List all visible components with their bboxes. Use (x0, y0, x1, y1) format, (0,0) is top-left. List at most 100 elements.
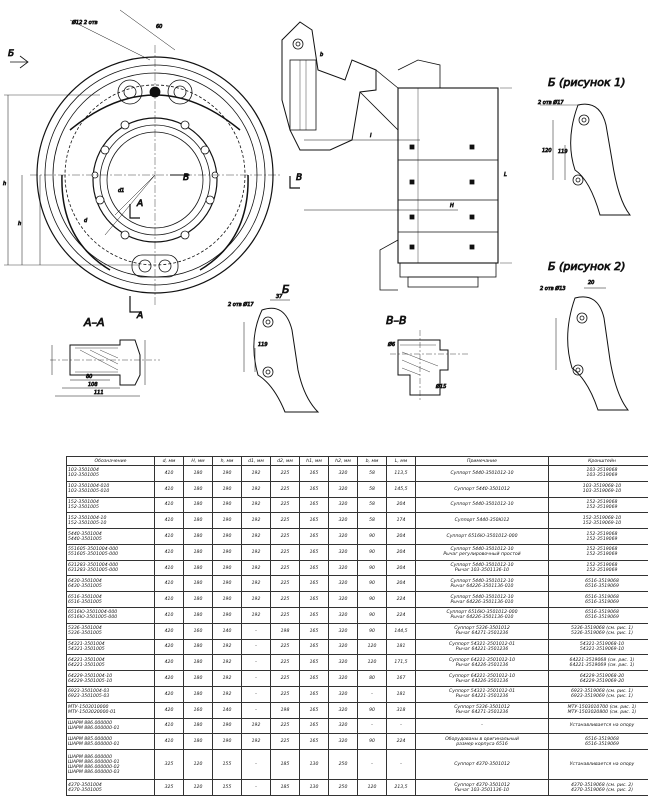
cell-h1: 165 (299, 717, 329, 735)
cell-d1: 192 (241, 591, 271, 609)
cut-v-label: В (183, 173, 189, 183)
cell-h1: 165 (299, 528, 329, 545)
col-header: h1, мм (299, 456, 329, 466)
cell-designation-line: 6516-3501005 (68, 599, 102, 605)
cell-bracket: 5336-3519068 (см. рис. 1)5336-3519069 (с… (548, 622, 648, 640)
cell-d: 410 (154, 559, 184, 577)
cell-b: 120 (357, 654, 387, 672)
cell-h: 180 (183, 559, 213, 577)
cell-b: 58 (357, 480, 387, 498)
cell-b: 120 (357, 779, 387, 796)
technical-drawing: А–А В–В Б Б (рисунок 1) Б (рисунок 2) Б … (3, 9, 632, 413)
cell-bracket-line: 4370-3519068 (см. рис. 2) (570, 782, 634, 788)
cell-note-line: Рычаг 64226-3501136-010 (450, 599, 514, 605)
cell-designation-line: ШАРМ 886.000000-01 (68, 759, 120, 765)
cell-note-line: Рычаг 64271-3501236 (455, 710, 509, 716)
cell-d1: – (241, 622, 271, 640)
cell-d: 410 (154, 575, 184, 593)
cell-h: 180 (183, 591, 213, 609)
cell-designation-line: 5336-3501004 (68, 626, 102, 632)
col-header: H, мм (183, 456, 213, 466)
cell-designation-line: ШАРМ 886.000000-03 (68, 769, 120, 775)
cut-v-label-right: В (296, 173, 302, 183)
section-vv (390, 330, 470, 400)
cell-h: 190 (212, 528, 242, 545)
cell-h: 120 (183, 779, 213, 796)
dim-111: 111 (94, 390, 104, 396)
cell-h2: 320 (328, 496, 358, 514)
cell-designation-line: 64221-3501004 (68, 657, 105, 663)
cell-h2: 320 (328, 465, 358, 482)
view-b-figure1 (540, 103, 632, 216)
cell-bracket-line: 152-3519069 (586, 536, 618, 542)
cell-h: 190 (212, 480, 242, 498)
cell-b: 58 (357, 512, 387, 530)
cell-l: – (386, 749, 416, 781)
cell-h2: 320 (328, 622, 358, 640)
cell-d1: – (241, 749, 271, 781)
dim-d: d (84, 218, 88, 224)
cell-h1: 165 (299, 701, 329, 719)
col-header: Примечание (415, 456, 549, 466)
cell-d: 420 (154, 638, 184, 656)
cell-note-line: Рычаг 64221-3501236 (455, 646, 509, 652)
cell-h: 120 (183, 749, 213, 781)
cell-h2: 320 (328, 543, 358, 561)
cell-designation-line: 6430-3501005 (68, 583, 102, 589)
cell-note-line: Суппорт 64221-3501012-10 (448, 673, 516, 679)
cell-bracket-line: 64229-3519069-20 (579, 678, 625, 684)
cell-d2: 225 (270, 654, 300, 672)
cell-l: 145,5 (386, 480, 416, 498)
cell-note-line: Оборудованы в оригинальный (445, 736, 519, 742)
cell-h1: 165 (299, 559, 329, 577)
dim-hole-17-b: 2 отв Ø17 (228, 301, 254, 308)
cell-note-line: Рычаг 64226-3501136-010 (450, 615, 514, 621)
cell-designation-line: 152-3501005-10 (68, 520, 107, 526)
cell-bracket-line: 103-3519069 (586, 473, 618, 479)
cell-h2: 320 (328, 575, 358, 593)
cell-d2: 225 (270, 685, 300, 703)
cell-b: 80 (357, 670, 387, 687)
cell-h2: 320 (328, 685, 358, 703)
cell-designation-line: 551605-3501005-000 (68, 552, 119, 558)
dim-h1: h (18, 221, 21, 227)
dim-hole-13-b2: 2 отв Ø13 (540, 285, 566, 292)
cell-h: 192 (212, 638, 242, 656)
cell-designation-line: 5336-3501005 (68, 631, 102, 637)
cell-h: 190 (212, 575, 242, 593)
dim-60: 60 (156, 24, 162, 30)
cell-note-line: Суппорт 6516Ю-3501012-000 (446, 610, 518, 616)
dim-H: H (450, 203, 454, 209)
cell-d2: 225 (270, 638, 300, 656)
cell-designation-line: ШАРМ 886.000000 (68, 754, 113, 760)
cell-bracket: 4370-3519068 (см. рис. 2)4370-3519069 (с… (548, 779, 648, 796)
cell-bracket-line: 152-3519068 (586, 547, 618, 553)
cell-bracket-line: 64229-3519068-20 (579, 673, 625, 679)
cell-b: 90 (357, 528, 387, 545)
cell-h2: 250 (328, 749, 358, 781)
cell-l: 224 (386, 607, 416, 624)
cell-h: 140 (212, 622, 242, 640)
cell-h: 190 (212, 607, 242, 624)
cell-b: 90 (357, 701, 387, 719)
cell-bracket: Устанавливается на опору (548, 717, 648, 735)
cell-b: 90 (357, 559, 387, 577)
col-header: d, мм (154, 456, 184, 466)
cell-d: 410 (154, 733, 184, 751)
cell-h2: 320 (328, 638, 358, 656)
cell-note-line: размер корпуса 6516 (456, 741, 508, 747)
cell-d: 325 (154, 749, 184, 781)
